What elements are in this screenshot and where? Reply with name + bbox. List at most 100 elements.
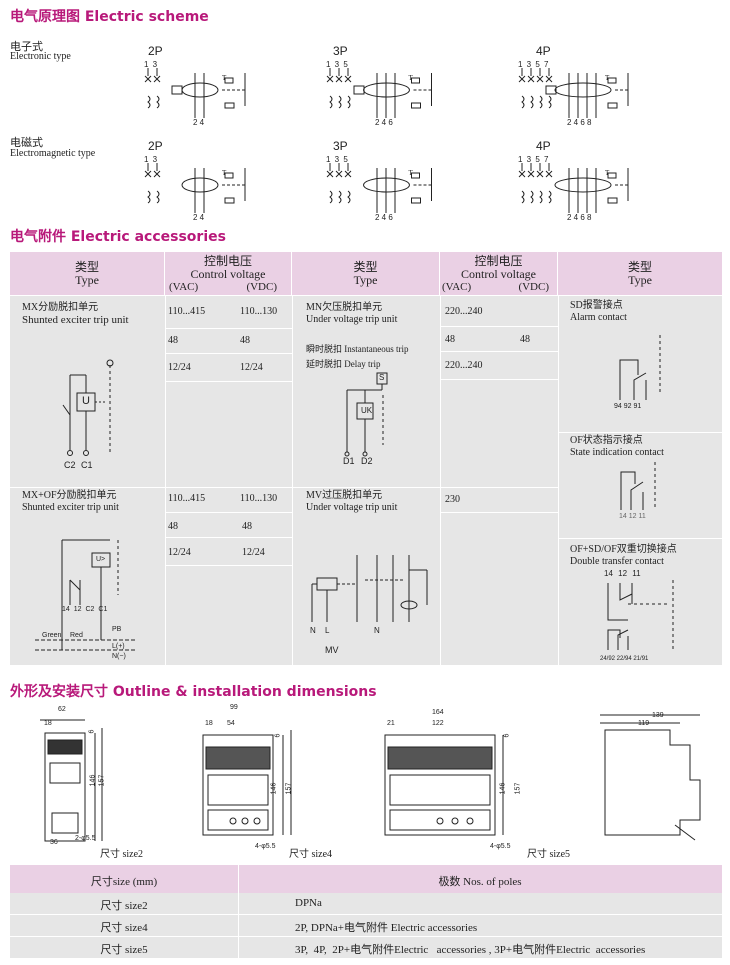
- dim-size5-width: 164: [432, 709, 444, 716]
- scheme-bottom-terminals: 2 4 6 8: [567, 118, 592, 127]
- dim-size5-holes: 4-φ5.5: [490, 843, 511, 850]
- dim-size2-157: 157: [98, 774, 106, 787]
- scheme-diagram-electronic-3p: [326, 68, 432, 118]
- mn-delay: 延时脱扣 Delay trip: [306, 359, 381, 369]
- dim-size5-21: 21: [387, 720, 395, 727]
- sd-contact-diagram: [619, 335, 661, 400]
- dim-side-139: 139: [652, 712, 664, 719]
- mv-l-label: L: [325, 626, 330, 635]
- scheme-bottom-terminals: 2 4 6: [375, 118, 393, 127]
- mn-circuit-diagram: [344, 372, 388, 457]
- dim-size4-157: 157: [285, 782, 293, 795]
- pole-3p: 3P: [333, 44, 348, 58]
- section-title-scheme: 电气原理图 Electric scheme: [10, 9, 209, 25]
- mn-d2: D2: [361, 456, 373, 466]
- size-cell: 尺寸 size4: [100, 922, 148, 934]
- mn-instantaneous: 瞬时脱扣 Instantaneous trip: [306, 344, 409, 354]
- dim-size4-18: 18: [205, 720, 213, 727]
- mxof-n: N(−): [112, 653, 126, 660]
- scheme-top-terminals: 1 3: [144, 60, 159, 69]
- electromagnetic-type-cn: 电磁式: [10, 137, 43, 149]
- dim-size5-146: 146: [499, 782, 507, 795]
- of-contact-diagram: [620, 462, 656, 510]
- mn-d1: D1: [343, 456, 355, 466]
- mxof-vdc-1: 110...130: [240, 493, 278, 504]
- mx-vdc-3: 12/24: [240, 362, 263, 373]
- test-button-label: T: [408, 74, 413, 82]
- poles-cell: DPNa: [295, 897, 322, 909]
- mv-circuit-diagram: [311, 555, 428, 622]
- pole-2p: 2P: [148, 139, 163, 153]
- mn-uk-label: UK: [361, 406, 373, 415]
- mn-vac-3: 220...240: [445, 360, 483, 371]
- section-title-accessories: 电气附件 Electric accessories: [10, 229, 226, 245]
- dim-size5-157: 157: [514, 782, 522, 795]
- mxof-vac-2: 48: [168, 521, 178, 532]
- scheme-diagram-electromagnetic-3p: [326, 163, 432, 213]
- mxof-u-label: U>: [96, 556, 106, 563]
- mx-vdc-2: 48: [240, 335, 250, 346]
- poles-cell: 2P, DPNa+电气附件 Electric accessories: [295, 922, 478, 934]
- mv-caption: MV: [325, 645, 339, 655]
- mn-vdc-2: 48: [520, 334, 530, 345]
- scheme-bottom-terminals: 2 4 6 8: [567, 213, 592, 222]
- pole-4p: 4P: [536, 139, 551, 153]
- test-button-label: T: [222, 169, 227, 177]
- dim-size2-18: 18: [44, 720, 52, 727]
- mxof-red: Red: [70, 632, 83, 639]
- pole-2p: 2P: [148, 44, 163, 58]
- sd-terminals: 94 92 91: [614, 403, 642, 410]
- electromagnetic-type-en: Electromagnetic type: [10, 148, 96, 159]
- test-button-label: T: [605, 74, 610, 82]
- outline-size2-drawing: [40, 719, 103, 842]
- mn-s-label: S: [379, 373, 385, 382]
- scheme-bottom-terminals: 2 4: [193, 213, 205, 222]
- mxof-vdc-2: 48: [242, 521, 252, 532]
- outline-size4-drawing: [202, 730, 292, 836]
- scheme-top-terminals: 1 3 5 7: [518, 155, 550, 164]
- pole-4p: 4P: [536, 44, 551, 58]
- mx-u-label: U: [82, 395, 90, 407]
- pole-3p: 3P: [333, 139, 348, 153]
- dim-size5-122: 122: [432, 720, 444, 727]
- electronic-type-en: Electronic type: [10, 51, 71, 62]
- mxof-circuit-diagram: [35, 539, 135, 651]
- accessories-table: [10, 252, 722, 665]
- mv-n-label: N: [310, 626, 316, 635]
- mxof-vac-1: 110...415: [168, 493, 206, 504]
- mv-n2-label: N: [374, 626, 380, 635]
- dim-side-119: 119: [638, 720, 650, 727]
- mx-c1: C1: [81, 460, 93, 470]
- scheme-diagram-electronic-4p: [518, 68, 629, 118]
- dim-size2-holes: 2-φ5.5: [75, 835, 96, 842]
- electronic-type-cn: 电子式: [10, 41, 43, 53]
- ofsd-terminals-bottom: 24/92 22/94 21/91: [600, 656, 649, 662]
- scheme-diagram-electronic-2p: [144, 68, 246, 118]
- poles-cell: 3P, 4P, 2P+电气附件Electric accessories , 3P…: [295, 944, 646, 956]
- mn-vac-1: 220...240: [445, 306, 483, 317]
- scheme-bottom-terminals: 2 4 6: [375, 213, 393, 222]
- outline-side-view-drawing: [600, 714, 701, 841]
- scheme-top-terminals: 1 3 5: [326, 60, 349, 69]
- mxof-vdc-3: 12/24: [242, 547, 265, 558]
- mxof-green: Green: [42, 632, 62, 639]
- mx-c2: C2: [64, 460, 76, 470]
- dim-size2-width: 62: [58, 706, 66, 713]
- scheme-bottom-terminals: 2 4: [193, 118, 205, 127]
- mn-vac-2: 48: [445, 334, 455, 345]
- mxof-vac-3: 12/24: [168, 547, 191, 558]
- mx-vac-1: 110...415: [168, 306, 206, 317]
- size5-label: 尺寸 size5: [527, 849, 571, 860]
- mx-vac-2: 48: [168, 335, 178, 346]
